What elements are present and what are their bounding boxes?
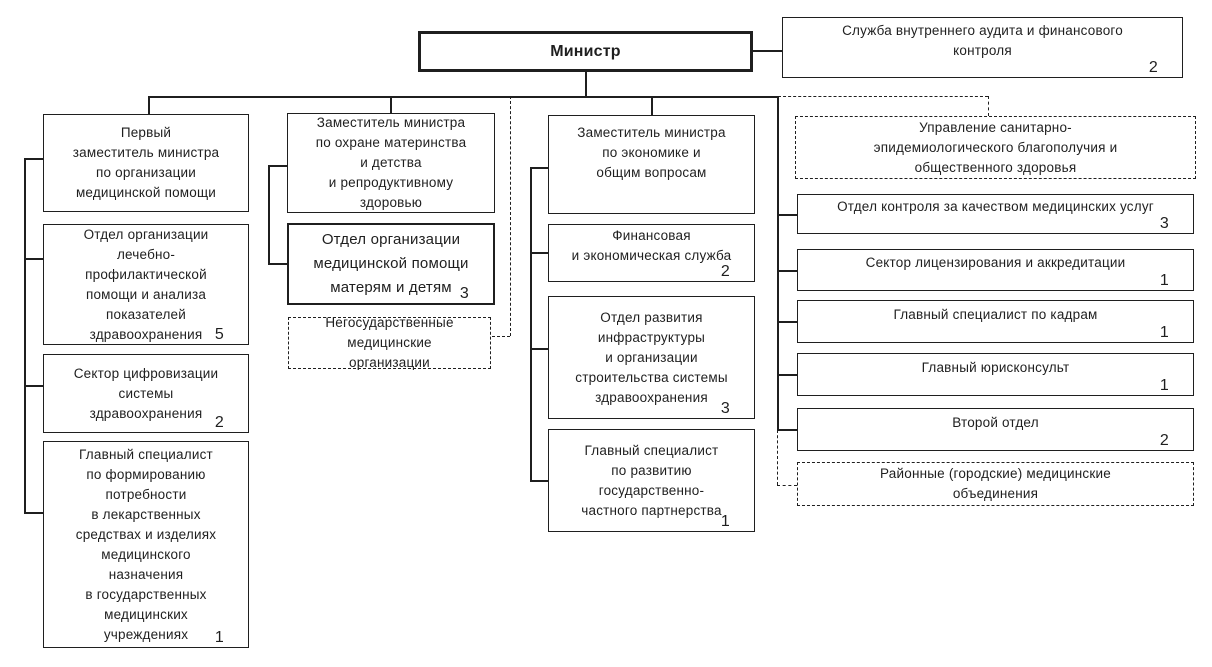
staff-count-badge: 1 (1159, 377, 1169, 394)
org-node-district-medical-associations: Районные (городские) медицинские объедин… (797, 462, 1194, 506)
org-node-deputy-minister-maternity: Заместитель министра по охране материнст… (287, 113, 495, 213)
connector-minister-to-audit (753, 50, 782, 52)
connector-spine-col2 (268, 165, 270, 265)
node-label: Главный специалист по кадрам (893, 306, 1098, 322)
node-label: Сектор цифровизации системы здравоохране… (73, 365, 219, 421)
node-label: Районные (городские) медицинские объедин… (880, 466, 1111, 501)
staff-count-badge: 2 (720, 263, 730, 280)
node-label: Служба внутреннего аудита и финансового … (842, 22, 1123, 58)
staff-count-badge: 2 (214, 414, 224, 431)
org-node-non-state-medical-orgs: Негосударственные медицинские организаци… (288, 315, 491, 370)
node-label: Главный юрисконсульт (921, 359, 1070, 375)
connector-stub (530, 167, 548, 169)
node-label: Заместитель министра по охране материнст… (315, 115, 467, 210)
connector-stub (530, 480, 548, 482)
connector-spine-col4 (777, 96, 779, 430)
node-label: Негосударственные медицинские организаци… (325, 315, 454, 370)
node-label: Отдел организации медицинской помощи мат… (313, 231, 469, 296)
connector-drop-col2 (390, 96, 392, 113)
node-label: Отдел контроля за качеством медицинских … (837, 199, 1154, 214)
connector-stub (530, 348, 548, 350)
connector-stub (24, 385, 43, 387)
org-node-infrastructure-dept: Отдел развития инфраструктуры и организа… (548, 296, 755, 419)
node-label: Первый заместитель министра по организац… (72, 125, 220, 200)
org-node-second-dept: Второй отдел 2 (797, 408, 1194, 451)
connector-spine-col1 (24, 158, 26, 514)
staff-count-badge: 1 (720, 513, 730, 530)
connector-stub (777, 374, 797, 376)
node-label: Управление санитарно- эпидемиологическог… (873, 119, 1118, 175)
org-node-medical-preventive-care-dept: Отдел организации лечебно- профилактичес… (43, 224, 249, 345)
node-label: Отдел организации лечебно- профилактичес… (83, 226, 209, 342)
node-label: Финансовая и экономическая служба (571, 228, 732, 263)
connector-minister-drop (585, 72, 587, 96)
connector-dashed-stub (777, 485, 797, 486)
org-node-mother-child-care-dept: Отдел организации медицинской помощи мат… (287, 223, 495, 305)
connector-stub (24, 512, 43, 514)
connector-dashed-drop-nonstate (510, 96, 511, 336)
node-label: Второй отдел (952, 414, 1039, 430)
connector-dashed-spine-col4 (777, 430, 778, 485)
org-node-chief-specialist-hr: Главный специалист по кадрам 1 (797, 300, 1194, 343)
connector-dashed-drop-sanitary (988, 96, 989, 116)
connector-stub (530, 252, 548, 254)
node-label: Заместитель министра по экономике и общи… (577, 125, 726, 180)
org-node-digitalization-sector: Сектор цифровизации системы здравоохране… (43, 354, 249, 433)
staff-count-badge: 3 (459, 285, 469, 302)
staff-count-badge: 1 (214, 629, 224, 646)
connector-stub (777, 214, 797, 216)
connector-stub (777, 270, 797, 272)
node-label: Главный специалист по развитию государст… (581, 442, 722, 518)
connector-stub (777, 429, 797, 431)
connector-stub (24, 258, 43, 260)
node-label: Главный специалист по формированию потре… (75, 446, 217, 642)
staff-count-badge: 2 (1159, 432, 1169, 449)
org-node-deputy-minister-economy: Заместитель министра по экономике и общи… (548, 115, 755, 214)
connector-stub (268, 165, 287, 167)
staff-count-badge: 1 (1159, 272, 1169, 289)
staff-count-badge: 3 (720, 400, 730, 417)
connector-dashed-stub (492, 336, 510, 337)
connector-stub (777, 321, 797, 323)
connector-stub (24, 158, 43, 160)
connector-drop-col1 (148, 96, 150, 114)
connector-stub (268, 263, 287, 265)
org-node-sanitary-epidemiological-dept: Управление санитарно- эпидемиологическог… (795, 116, 1196, 179)
staff-count-badge: 2 (1148, 59, 1158, 76)
connector-dashed-rail (778, 96, 988, 97)
org-node-licensing-sector: Сектор лицензирования и аккредитации 1 (797, 249, 1194, 291)
staff-count-badge: 5 (214, 326, 224, 343)
node-label: Сектор лицензирования и аккредитации (865, 255, 1126, 270)
org-node-quality-control-dept: Отдел контроля за качеством медицинских … (797, 194, 1194, 234)
staff-count-badge: 1 (1159, 324, 1169, 341)
org-node-internal-audit-service: Служба внутреннего аудита и финансового … (782, 17, 1183, 78)
connector-main-rail (148, 96, 778, 98)
org-node-minister: Министр (418, 31, 753, 72)
staff-count-badge: 3 (1159, 215, 1169, 232)
node-label: Министр (550, 42, 621, 60)
node-label: Отдел развития инфраструктуры и организа… (575, 309, 728, 405)
org-node-chief-legal-counsel: Главный юрисконсульт 1 (797, 353, 1194, 396)
org-node-first-deputy-minister: Первый заместитель министра по организац… (43, 114, 249, 212)
org-node-financial-economic-service: Финансовая и экономическая служба 2 (548, 224, 755, 282)
connector-spine-col3 (530, 167, 532, 482)
org-node-chief-specialist-ppp: Главный специалист по развитию государст… (548, 429, 755, 532)
connector-drop-col3 (651, 96, 653, 115)
org-node-chief-specialist-pharma: Главный специалист по формированию потре… (43, 441, 249, 648)
